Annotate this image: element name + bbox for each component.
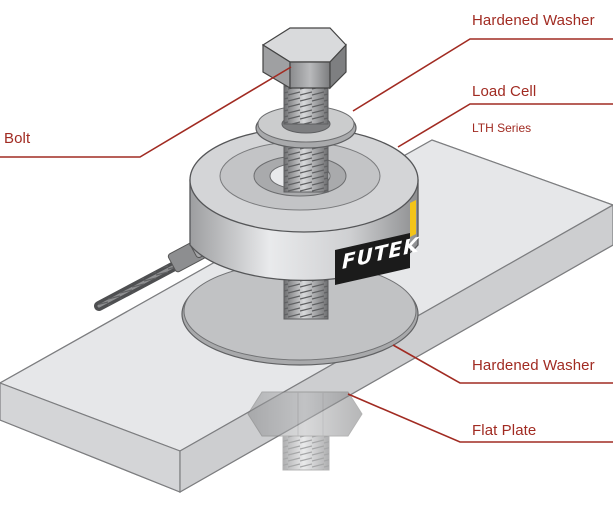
callout-line-bolt bbox=[0, 66, 292, 158]
callout-lines bbox=[0, 38, 613, 443]
label-load-cell: Load Cell bbox=[472, 83, 537, 100]
label-flat-plate: Flat Plate bbox=[472, 422, 537, 439]
callout-line-load-cell bbox=[397, 103, 613, 148]
label-hardened-washer-bottom: Hardened Washer bbox=[472, 357, 595, 374]
bolt-head bbox=[261, 27, 347, 90]
label-bolt: Bolt bbox=[4, 130, 31, 147]
callout-line-flat-plate bbox=[347, 393, 613, 443]
callout-line-bottom-washer bbox=[392, 344, 613, 384]
accent-stripe bbox=[410, 200, 416, 237]
label-hardened-washer-top: Hardened Washer bbox=[472, 12, 595, 29]
label-load-cell-series: LTH Series bbox=[472, 121, 532, 135]
brand-badge bbox=[335, 233, 410, 285]
bottom-nut bbox=[247, 391, 363, 471]
callout-line-top-washer bbox=[352, 38, 613, 112]
